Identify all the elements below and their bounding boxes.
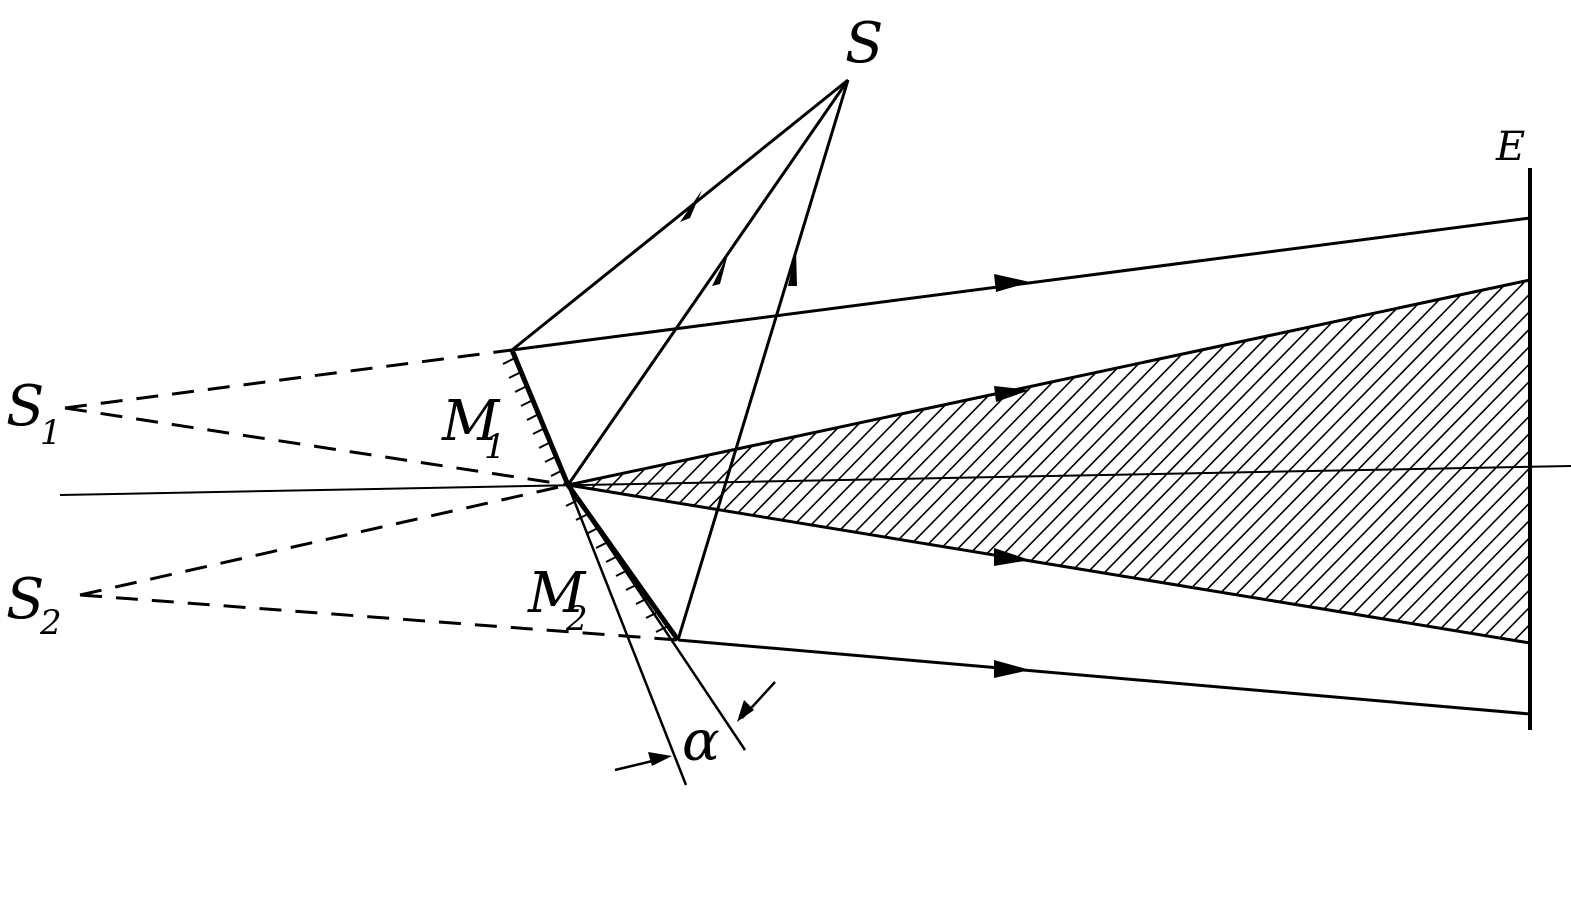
hatch-line [843,280,1275,643]
label-image-s2-sub: 2 [39,603,62,643]
hatch-line [690,280,1122,643]
dash-s2-m2-edge [79,593,679,642]
interference-region-hatching [0,260,1571,700]
hatch-line [1353,280,1530,643]
hatch-line [1047,280,1479,643]
hatch-line [568,280,850,643]
label-image-s1: S [6,374,44,439]
fringe-boundary-upper [567,278,1531,487]
hatch-line [1013,280,1445,643]
hatch-line [1132,280,1530,643]
hatch-line [996,280,1428,643]
hatch-line [1081,280,1513,643]
label-source-s: S [845,11,883,76]
label-mirror-m1-sub: 1 [484,427,506,467]
dash-s1-junction [64,406,569,487]
label-image-s2: S [6,567,44,632]
hatch-line [568,280,697,643]
hatch-line [568,280,833,643]
hatch-line [1558,260,1571,700]
hatch-line [568,280,986,643]
label-image-s1-sub: 1 [40,413,62,453]
hatch-line [1030,280,1462,643]
dash-s2-junction [79,483,569,597]
hatch-line [877,280,1309,643]
hatch-line [568,280,612,643]
hatch-line [1319,280,1530,643]
hatch-line [1149,280,1530,643]
hatch-line [568,280,578,643]
hatch-line [28,260,458,700]
angle-alpha-arrows [648,700,754,766]
label-mirror-m1: M [441,389,501,454]
hatch-line [568,280,680,643]
hatch-line [96,260,526,700]
hatch-line [568,280,714,643]
hatch-line [1370,280,1530,643]
hatch-line [62,260,492,700]
fringe-boundary-lower [567,483,1531,645]
hatch-line [571,280,1003,643]
hatch-line [1183,280,1530,643]
ray-s-to-junction [566,79,850,486]
label-angle-alpha: α [682,709,720,774]
hatch-line [1404,280,1530,643]
ray-s-to-m1-edge [511,78,849,352]
hatch-line [1472,280,1530,643]
hatch-line [1455,280,1530,643]
ray-s-to-m2-edge [676,79,850,641]
hatch-line [1251,280,1530,643]
hatch-line [962,280,1394,643]
mirror-m1 [509,349,571,486]
hatch-line [979,280,1411,643]
incident-rays [511,78,850,641]
hatch-line [1541,260,1571,700]
hatch-line [928,280,1360,643]
hatch-line [1438,280,1530,643]
hatch-line [1336,280,1530,643]
hatch-line [860,280,1292,643]
hatch-line [1421,280,1530,643]
hatch-line [79,260,509,700]
ray-arrows [680,190,1030,678]
hatch-line [11,260,441,700]
label-screen-e: E [1495,124,1525,170]
ray-reflected-lower [677,638,1531,716]
dash-s1-m1-edge [64,348,513,410]
label-mirror-m2: M [527,561,587,626]
virtual-rays [64,348,679,642]
hatch-line [45,260,475,700]
hatch-line [911,280,1343,643]
hatch-line [1166,280,1530,643]
hatch-line [130,260,560,700]
hatch-line [1064,280,1496,643]
hatch-line [0,260,424,700]
hatch-line [568,280,731,643]
hatch-line [894,280,1326,643]
label-mirror-m2-sub: 2 [565,599,588,639]
hatch-line [113,260,543,700]
hatch-line [1387,280,1530,643]
optical-axis [59,465,1571,496]
